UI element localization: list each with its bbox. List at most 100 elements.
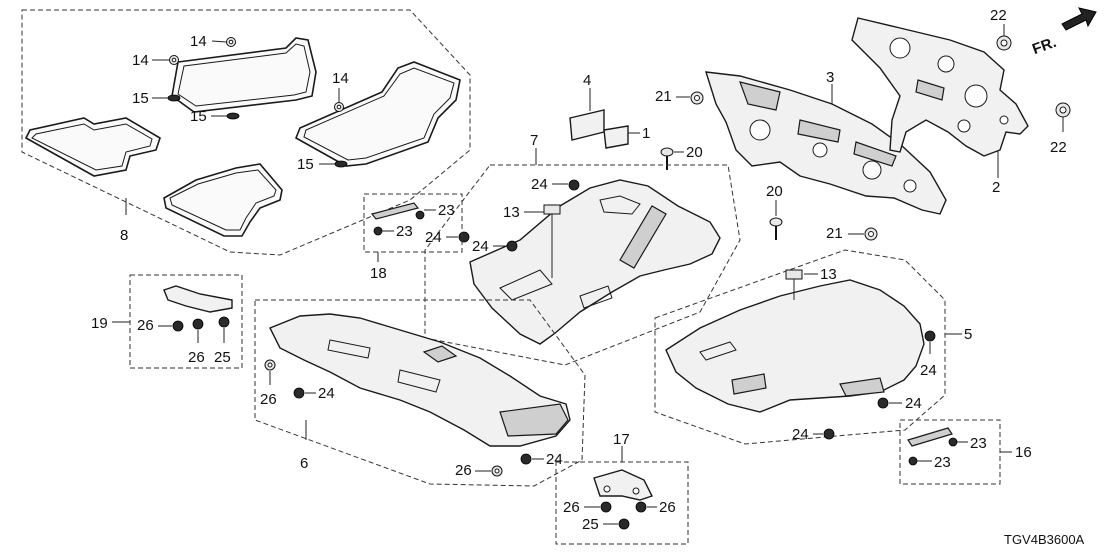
screw-23-18b[interactable] bbox=[373, 226, 383, 236]
callout-25: 25 bbox=[214, 349, 231, 366]
part-6-rear-floor-carpet[interactable] bbox=[269, 313, 571, 447]
callout-22: 22 bbox=[990, 7, 1007, 24]
callout-21: 21 bbox=[826, 225, 843, 242]
clip-26-19a[interactable] bbox=[172, 320, 184, 332]
diagram-code: TGV4B3600A bbox=[1004, 532, 1085, 547]
clip-13-front[interactable] bbox=[543, 204, 561, 215]
clip-26-17b[interactable] bbox=[635, 501, 647, 513]
front-direction-label: FR. bbox=[1030, 34, 1059, 58]
callout-17: 17 bbox=[613, 431, 630, 448]
clip-26-rear-a[interactable] bbox=[264, 359, 276, 371]
callout-23: 23 bbox=[438, 202, 455, 219]
callout-15: 15 bbox=[190, 108, 207, 125]
callout-23: 23 bbox=[970, 435, 987, 452]
callout-15: 15 bbox=[297, 156, 314, 173]
screw-23-18a[interactable] bbox=[415, 210, 425, 220]
clip-24-trunk-c[interactable] bbox=[823, 428, 835, 440]
callout-24: 24 bbox=[920, 362, 937, 379]
front-direction-arrow: FR. bbox=[1030, 7, 1097, 58]
grommet-14-left[interactable] bbox=[169, 55, 179, 65]
callout-5: 5 bbox=[964, 326, 972, 343]
callout-15: 15 bbox=[132, 90, 149, 107]
group-box-front-carpet bbox=[424, 164, 741, 366]
callout-26: 26 bbox=[188, 349, 205, 366]
floor-mat-front-right[interactable] bbox=[294, 61, 461, 167]
clip-24-front-a[interactable] bbox=[568, 179, 580, 191]
clip-24-front-c[interactable] bbox=[458, 231, 470, 243]
group-box-17 bbox=[555, 461, 689, 545]
part-17-bracket[interactable] bbox=[593, 469, 653, 501]
part-4-pad[interactable] bbox=[569, 109, 605, 141]
clip-13-trunk[interactable] bbox=[785, 269, 803, 280]
callout-16: 16 bbox=[1015, 444, 1032, 461]
callout-13: 13 bbox=[503, 204, 520, 221]
callout-20: 20 bbox=[766, 183, 783, 200]
callout-24: 24 bbox=[425, 229, 442, 246]
callout-21: 21 bbox=[655, 88, 672, 105]
clip-24-trunk-a[interactable] bbox=[924, 330, 936, 342]
callout-8: 8 bbox=[120, 227, 128, 244]
clip-22-right[interactable] bbox=[1055, 102, 1071, 118]
callout-23: 23 bbox=[934, 454, 951, 471]
clip-21-lower[interactable] bbox=[864, 227, 878, 241]
leader-14a bbox=[211, 40, 227, 43]
grommet-14-top[interactable] bbox=[226, 37, 236, 47]
callout-24: 24 bbox=[318, 385, 335, 402]
callout-24: 24 bbox=[792, 426, 809, 443]
floor-mat-rear-left[interactable] bbox=[24, 117, 161, 177]
callout-24: 24 bbox=[905, 395, 922, 412]
clip-24-rear-b[interactable] bbox=[520, 453, 532, 465]
callout-26: 26 bbox=[563, 499, 580, 516]
part-2-dash-insulator-upper[interactable] bbox=[851, 17, 1029, 157]
callout-26: 26 bbox=[260, 391, 277, 408]
screw-23-16b[interactable] bbox=[908, 456, 918, 466]
callout-24: 24 bbox=[472, 238, 489, 255]
clip-25-19[interactable] bbox=[218, 316, 230, 328]
group-box-floor-mats bbox=[21, 9, 471, 256]
clip-26-19b[interactable] bbox=[192, 318, 204, 330]
part-7-front-floor-carpet[interactable] bbox=[469, 179, 721, 345]
clip-15-a[interactable] bbox=[167, 94, 181, 102]
screw-23-16a[interactable] bbox=[948, 437, 958, 447]
clip-26-rear-b[interactable] bbox=[491, 465, 503, 477]
clip-24-front-b[interactable] bbox=[506, 240, 518, 252]
group-box-rear-carpet bbox=[254, 299, 586, 487]
callout-2: 2 bbox=[992, 179, 1000, 196]
callout-6: 6 bbox=[300, 455, 308, 472]
group-box-trunk bbox=[654, 249, 946, 445]
part-1-pad[interactable] bbox=[603, 125, 629, 149]
floor-mat-rear-right[interactable] bbox=[163, 163, 283, 237]
clip-15-c[interactable] bbox=[334, 160, 348, 168]
clip-24-trunk-b[interactable] bbox=[877, 397, 889, 409]
push-pin-20-b[interactable] bbox=[769, 217, 783, 240]
callout-20: 20 bbox=[686, 144, 703, 161]
callout-14: 14 bbox=[332, 70, 349, 87]
group-box-19 bbox=[129, 274, 243, 369]
clip-15-b[interactable] bbox=[226, 112, 240, 120]
callout-26: 26 bbox=[659, 499, 676, 516]
callout-18: 18 bbox=[370, 265, 387, 282]
part-16-strip[interactable] bbox=[907, 427, 953, 447]
callout-26: 26 bbox=[137, 317, 154, 334]
part-5-trunk-floor-lining[interactable] bbox=[665, 279, 925, 413]
clip-24-rear-a[interactable] bbox=[293, 387, 305, 399]
grommet-14-right[interactable] bbox=[334, 102, 344, 112]
clip-22-top[interactable] bbox=[996, 35, 1012, 51]
callout-7: 7 bbox=[530, 132, 538, 149]
group-box-18 bbox=[363, 193, 463, 253]
callout-14: 14 bbox=[190, 33, 207, 50]
callout-4: 4 bbox=[583, 72, 591, 89]
clip-25-17[interactable] bbox=[618, 518, 630, 530]
part-3-dash-insulator[interactable] bbox=[705, 71, 947, 215]
callout-14: 14 bbox=[132, 52, 149, 69]
push-pin-20-a[interactable] bbox=[660, 147, 674, 170]
part-18-strip[interactable] bbox=[370, 202, 420, 220]
clip-26-17a[interactable] bbox=[600, 501, 612, 513]
clip-21-upper[interactable] bbox=[690, 91, 704, 105]
floor-mat-front-left[interactable] bbox=[171, 37, 317, 113]
callout-3: 3 bbox=[826, 69, 834, 86]
callout-24: 24 bbox=[531, 176, 548, 193]
part-19-bracket[interactable] bbox=[163, 285, 233, 313]
callout-1: 1 bbox=[642, 125, 650, 142]
